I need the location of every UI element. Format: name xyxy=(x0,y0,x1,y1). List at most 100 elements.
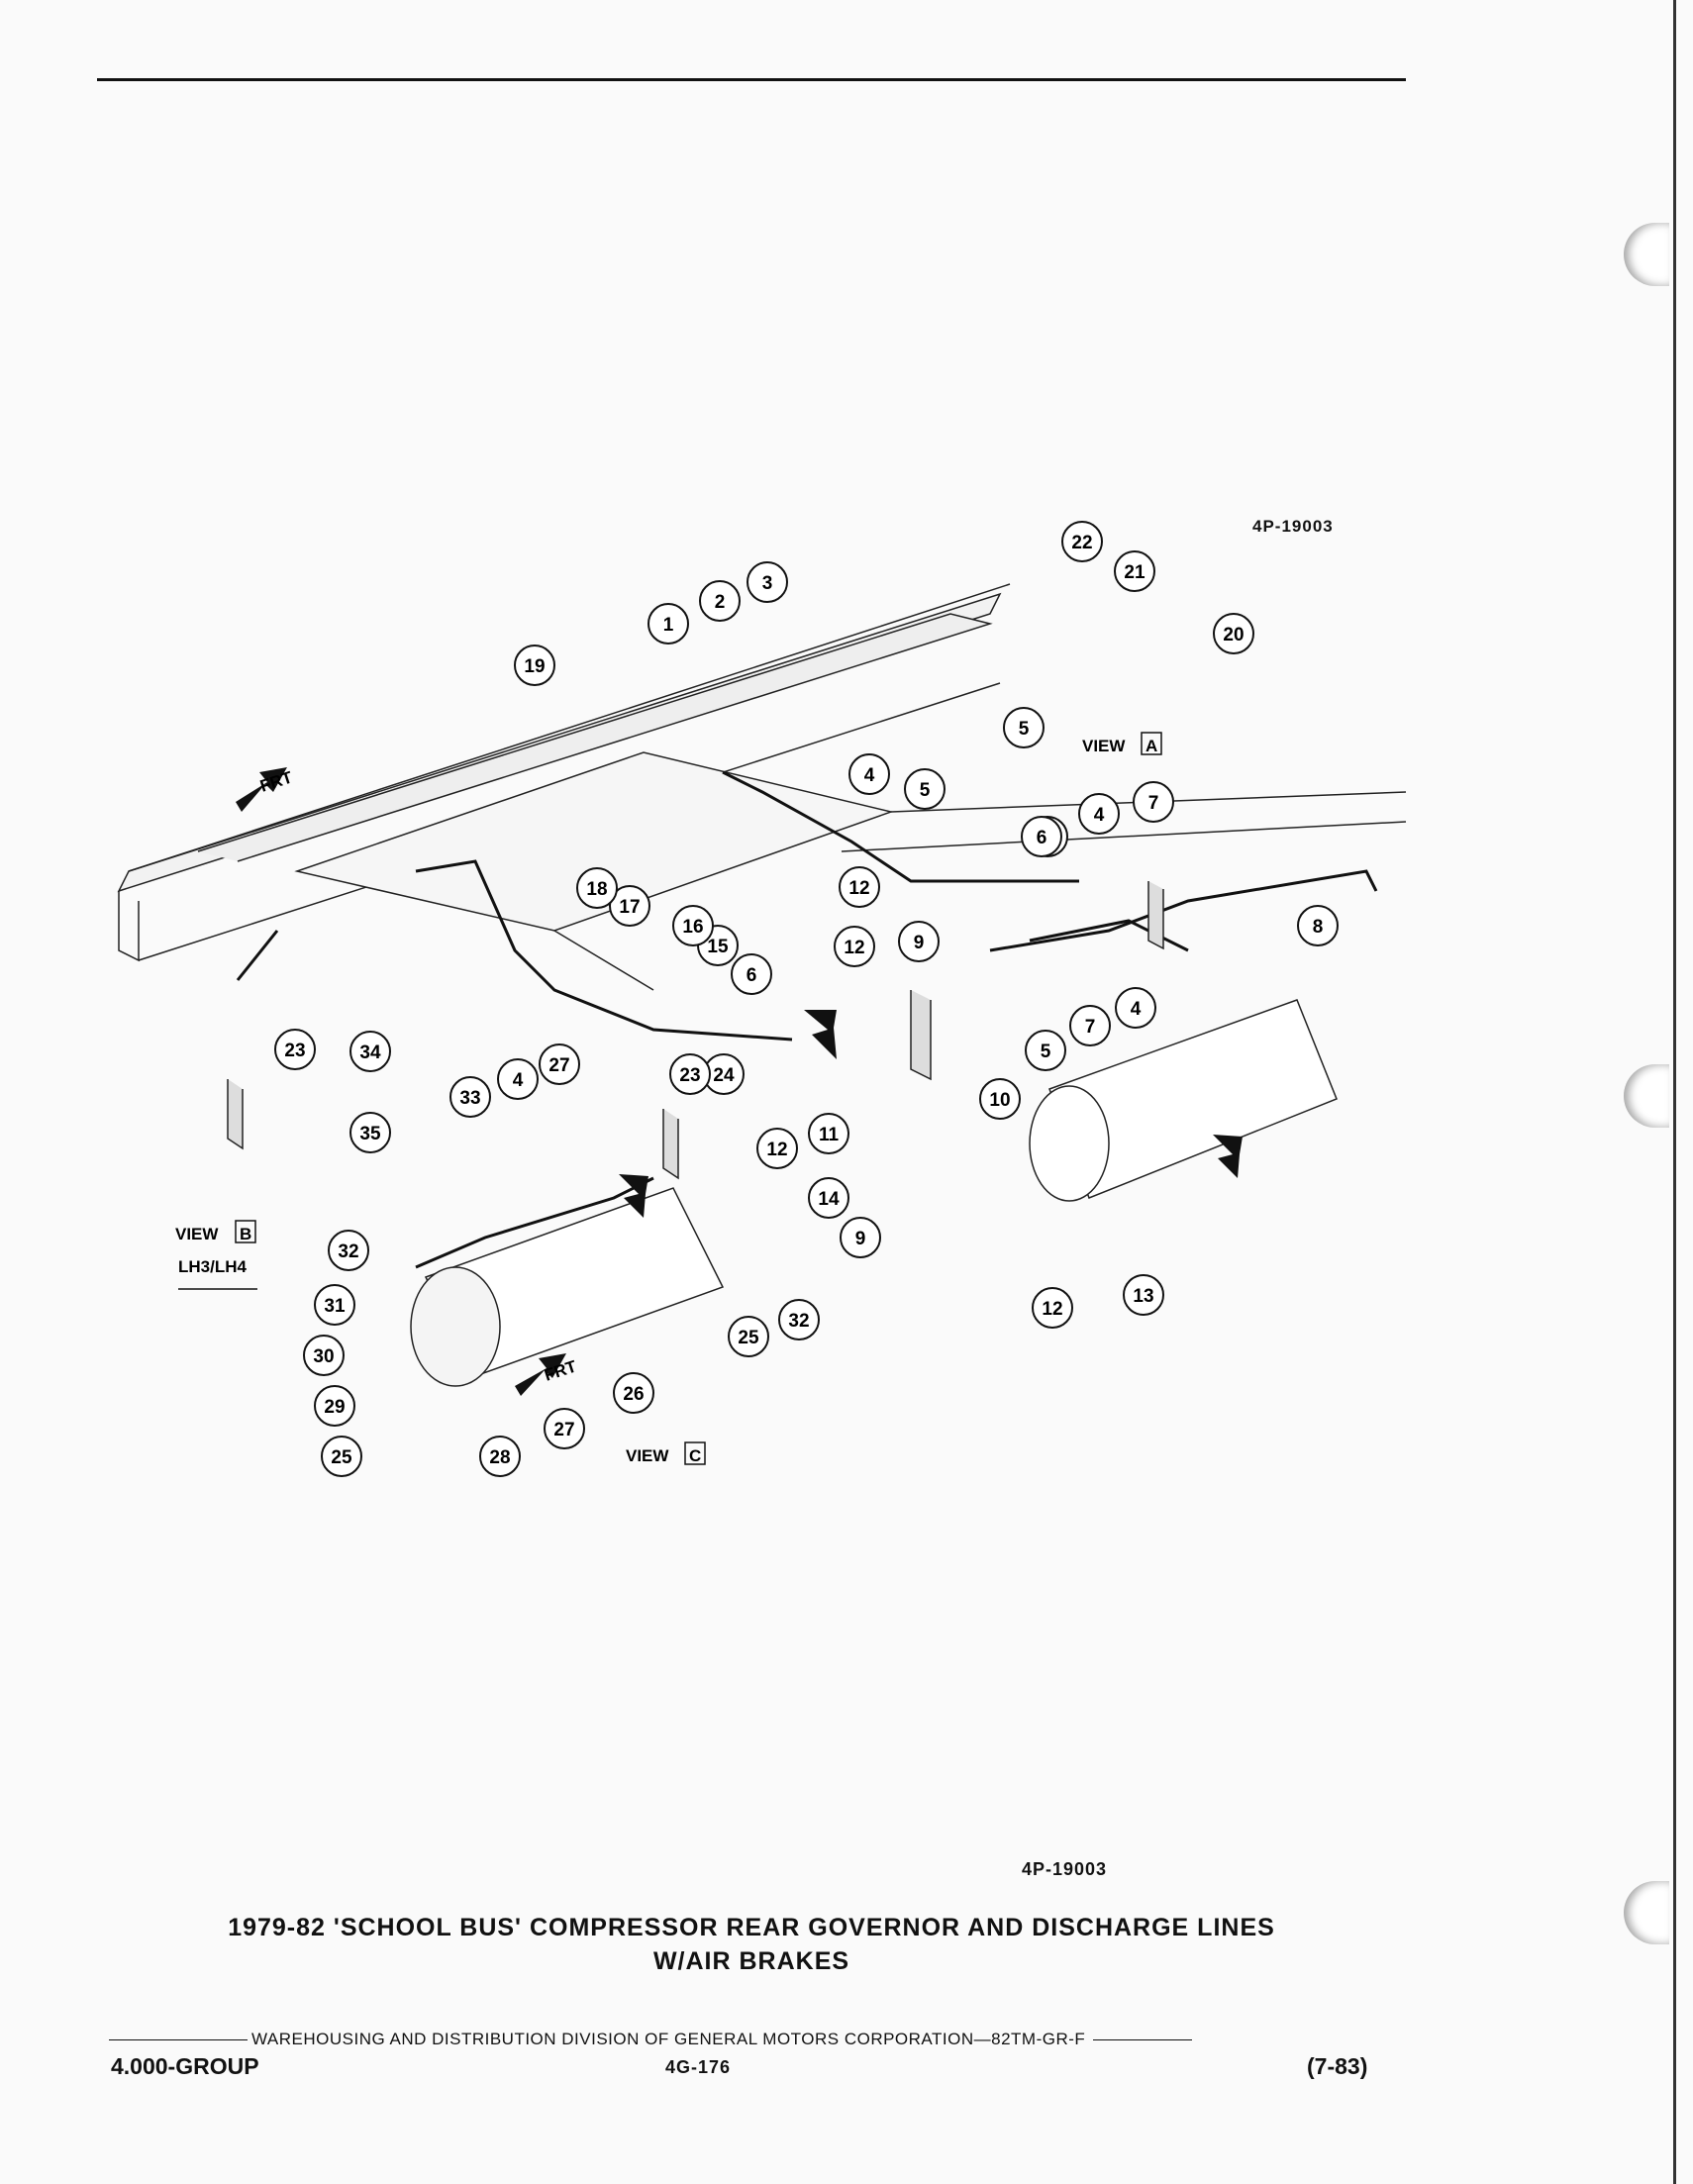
callout-label: 10 xyxy=(989,1090,1010,1111)
callout-label: 14 xyxy=(818,1189,840,1210)
view-a-letter: A xyxy=(1145,737,1157,755)
callout-circle xyxy=(1133,781,1174,823)
callout-5: 5 xyxy=(1025,1030,1066,1071)
callout-label: 7 xyxy=(1085,1017,1096,1038)
view-b-letter: B xyxy=(240,1225,251,1243)
view-c-word: VIEW xyxy=(626,1446,669,1465)
callout-label: 32 xyxy=(788,1311,809,1332)
callout-circle xyxy=(349,1112,391,1153)
callout-circle xyxy=(808,1177,849,1219)
callout-label: 7 xyxy=(1148,793,1159,814)
callout-circle xyxy=(669,1053,711,1095)
callout-label: 4 xyxy=(864,765,875,786)
callout-circle xyxy=(699,580,741,622)
callout-5: 5 xyxy=(904,768,946,810)
callout-27: 27 xyxy=(539,1043,580,1085)
callout-label: 27 xyxy=(553,1420,574,1440)
callout-12: 12 xyxy=(756,1128,798,1169)
figure-title: 1979-82 'SCHOOL BUS' COMPRESSOR REAR GOV… xyxy=(97,1911,1406,1978)
callout-circle xyxy=(349,1031,391,1072)
callout-label: 25 xyxy=(331,1447,352,1468)
callout-25: 25 xyxy=(321,1436,362,1477)
callout-circle xyxy=(1032,1287,1073,1329)
callout-label: 12 xyxy=(844,938,864,958)
callout-label: 12 xyxy=(1042,1299,1062,1320)
callout-circle xyxy=(544,1408,585,1449)
footer-text: WAREHOUSING AND DISTRIBUTION DIVISION OF… xyxy=(251,2030,1086,2048)
callout-label: 5 xyxy=(1019,719,1030,740)
callout-circle xyxy=(904,768,946,810)
callout-label: 15 xyxy=(707,937,729,957)
figure-title-line1: 1979-82 'SCHOOL BUS' COMPRESSOR REAR GOV… xyxy=(228,1914,1275,1941)
callout-label: 27 xyxy=(548,1055,569,1076)
callout-label: 4 xyxy=(1131,999,1142,1020)
callout-circle xyxy=(808,1113,849,1154)
callout-30: 30 xyxy=(303,1335,345,1376)
callout-23: 23 xyxy=(669,1053,711,1095)
callout-circle xyxy=(1003,707,1045,748)
callout-23: 23 xyxy=(274,1029,316,1070)
callout-12: 12 xyxy=(839,866,880,908)
view-c-letter: C xyxy=(689,1446,701,1465)
callout-circle xyxy=(1114,550,1155,592)
callout-circle xyxy=(609,885,650,927)
callout-label: 11 xyxy=(819,1125,840,1145)
callout-circle xyxy=(514,645,555,686)
callout-circle xyxy=(1078,793,1120,835)
callout-circle xyxy=(328,1230,369,1271)
callout-label: 9 xyxy=(855,1229,866,1249)
callout-6: 6 xyxy=(731,953,772,995)
callout-label: 9 xyxy=(914,933,925,953)
callout-circle xyxy=(576,867,618,909)
figure-ref-top: 4P-19003 xyxy=(1252,517,1334,536)
callout-label: 35 xyxy=(359,1124,381,1144)
callout-35: 35 xyxy=(349,1112,391,1153)
callout-circle xyxy=(539,1043,580,1085)
callout-5: 5 xyxy=(1003,707,1045,748)
callout-32: 32 xyxy=(328,1230,369,1271)
page-edge xyxy=(1673,0,1676,2184)
callout-3: 3 xyxy=(747,561,788,603)
callout-label: 34 xyxy=(359,1042,381,1063)
callout-label: 25 xyxy=(738,1328,759,1348)
callout-label: 5 xyxy=(920,780,931,801)
callout-7: 7 xyxy=(1069,1005,1111,1046)
callout-label: 16 xyxy=(682,917,703,938)
callout-29: 29 xyxy=(314,1385,355,1427)
callout-circle xyxy=(1123,1274,1164,1316)
callout-circle xyxy=(848,753,890,795)
callout-27: 27 xyxy=(544,1408,585,1449)
callout-1: 1 xyxy=(647,603,689,645)
binder-hole-3 xyxy=(1624,1881,1669,1944)
figure-ref-bottom: 4P-19003 xyxy=(1022,1859,1108,1879)
callout-group: 1234567891011121314151617181920212223242… xyxy=(274,521,1339,1477)
callout-label: 17 xyxy=(619,897,640,918)
callout-label: 33 xyxy=(459,1088,480,1109)
callout-6: 6 xyxy=(1021,816,1062,857)
callout-circle xyxy=(1297,905,1339,946)
callout-4: 4 xyxy=(1115,987,1156,1029)
callout-10: 10 xyxy=(979,1078,1021,1120)
callout-14: 14 xyxy=(808,1177,849,1219)
callout-4: 4 xyxy=(497,1058,539,1100)
callout-label: 6 xyxy=(1037,828,1047,848)
callout-label: 31 xyxy=(324,1296,346,1317)
callout-circle xyxy=(840,1217,881,1258)
footer-publisher: WAREHOUSING AND DISTRIBUTION DIVISION OF… xyxy=(109,2030,1386,2049)
callout-16: 16 xyxy=(672,905,714,946)
callout-22: 22 xyxy=(1061,521,1103,562)
callout-circle xyxy=(979,1078,1021,1120)
callout-8: 8 xyxy=(1297,905,1339,946)
callout-7: 7 xyxy=(1133,781,1174,823)
callout-circle xyxy=(449,1076,491,1118)
callout-32: 32 xyxy=(778,1299,820,1340)
callout-34: 34 xyxy=(349,1031,391,1072)
frame-rail xyxy=(117,583,1407,991)
callout-label: 12 xyxy=(766,1140,787,1160)
callout-label: 28 xyxy=(489,1447,510,1468)
direction-arrows xyxy=(236,767,1243,1396)
callout-circle xyxy=(497,1058,539,1100)
callout-label: 3 xyxy=(762,573,773,594)
view-labels: VIEW A VIEW B LH3/LH4 VIEW C xyxy=(175,732,1162,1465)
